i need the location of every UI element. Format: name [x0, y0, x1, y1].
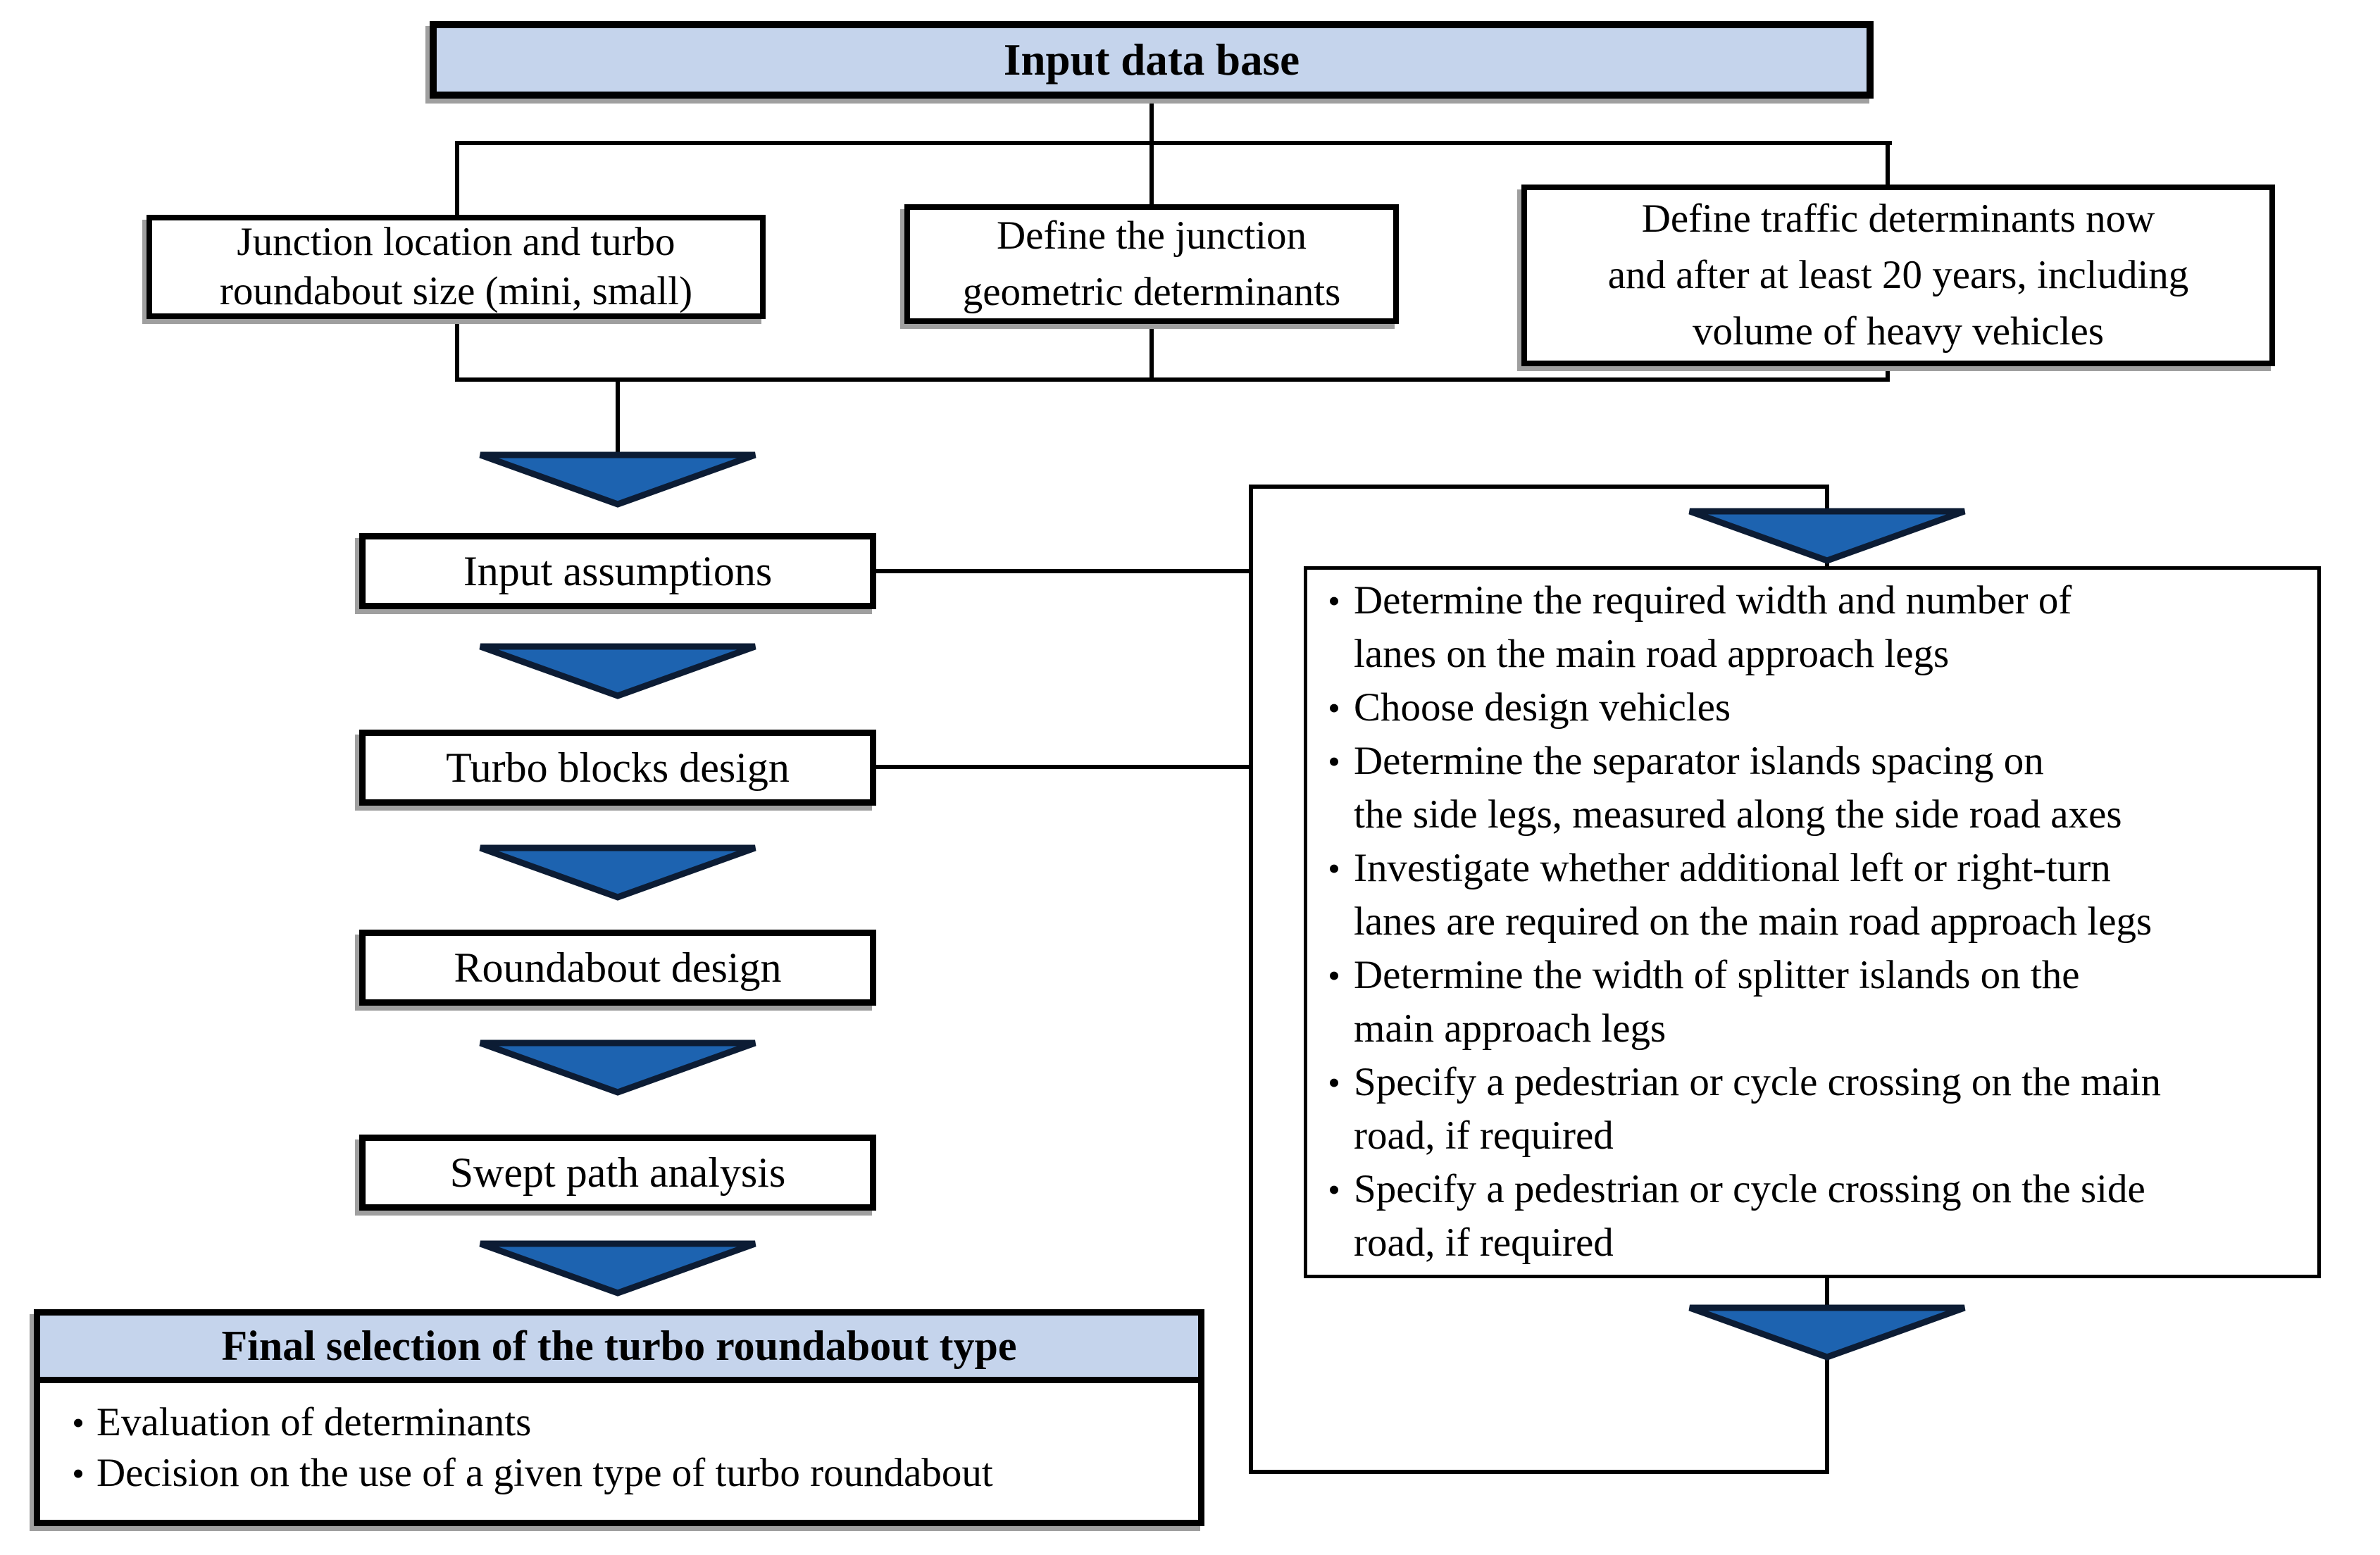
flow-arrow-down-icon — [479, 643, 756, 699]
list-item: • Specify a pedestrian or cycle crossing… — [1314, 1056, 2303, 1163]
list-item-line: Choose design vehicles — [1354, 685, 1731, 730]
list-item: • Determine the width of splitter island… — [1314, 949, 2303, 1056]
box-text-line: Junction location and turbo — [237, 220, 675, 264]
connector-line — [455, 317, 459, 382]
connector-line — [1825, 559, 1829, 569]
connector-line — [1149, 99, 1154, 206]
list-item-line: road, if required — [1354, 1113, 1614, 1158]
box-text-line: Define traffic determinants now — [1641, 196, 2155, 241]
box-text-line: Roundabout design — [454, 944, 782, 991]
final-selection-header: Final selection of the turbo roundabout … — [40, 1316, 1198, 1383]
list-item-line: Determine the separator islands spacing … — [1354, 739, 2044, 783]
list-item: • Determine the separator islands spacin… — [1314, 735, 2303, 842]
bullet-icon: • — [72, 1454, 85, 1493]
connector-line — [1249, 1470, 1829, 1474]
flow-arrow-down-icon — [479, 1039, 756, 1096]
connector-line — [1149, 322, 1154, 382]
bullet-icon: • — [1328, 742, 1340, 781]
box-text-line: Input assumptions — [463, 548, 773, 594]
connector-line — [455, 377, 1890, 382]
list-item-line: Determine the width of splitter islands … — [1354, 953, 2080, 997]
list-item: • Specify a pedestrian or cycle crossing… — [1314, 1163, 2303, 1270]
bullet-icon: • — [1328, 688, 1340, 727]
junction-location-box: Junction location and turbo roundabout s… — [147, 215, 766, 319]
flow-arrow-down-icon — [479, 451, 756, 508]
turbo-blocks-design-box: Turbo blocks design — [359, 730, 876, 806]
list-item: • Choose design vehicles — [1314, 681, 2303, 735]
box-title: Input data base — [1003, 35, 1300, 85]
list-item: • Investigate whether additional left or… — [1314, 842, 2303, 949]
connector-line — [876, 765, 1253, 769]
box-text-line: volume of heavy vehicles — [1692, 309, 2105, 354]
swept-path-analysis-box: Swept path analysis — [359, 1135, 876, 1211]
list-item-line: Determine the required width and number … — [1354, 578, 2072, 623]
connector-line — [455, 141, 459, 218]
input-data-base-box: Input data base — [430, 21, 1874, 99]
junction-geometric-box: Define the junction geometric determinan… — [904, 204, 1399, 324]
bullet-icon: • — [72, 1403, 85, 1442]
box-text-line: geometric determinants — [962, 270, 1341, 314]
list-item: • Determine the required width and numbe… — [1314, 574, 2303, 681]
list-item-line: Evaluation of determinants — [96, 1400, 532, 1444]
input-assumptions-box: Input assumptions — [359, 533, 876, 609]
connector-line — [1249, 485, 1829, 489]
bullet-icon: • — [1328, 581, 1340, 620]
connector-line — [1825, 1358, 1829, 1474]
connector-line — [1886, 141, 1890, 189]
box-text-line: Turbo blocks design — [446, 744, 790, 791]
box-text-line: and after at least 20 years, including — [1607, 253, 2189, 297]
bullet-icon: • — [1328, 956, 1340, 995]
detailed-steps-box: • Determine the required width and numbe… — [1304, 566, 2321, 1278]
connector-line — [616, 377, 620, 452]
list-item-line: main approach legs — [1354, 1006, 1666, 1051]
bullet-icon: • — [1328, 1170, 1340, 1209]
feedback-bus-line — [1249, 485, 1253, 1474]
traffic-determinants-box: Define traffic determinants now and afte… — [1521, 185, 2275, 366]
final-selection-box: Final selection of the turbo roundabout … — [34, 1309, 1204, 1526]
box-text-line: roundabout size (mini, small) — [219, 269, 693, 313]
connector-line — [876, 569, 1253, 573]
list-item-line: Specify a pedestrian or cycle crossing o… — [1354, 1060, 2161, 1104]
box-text-line: Swept path analysis — [449, 1149, 786, 1196]
bullet-icon: • — [1328, 1063, 1340, 1102]
list-item-line: lanes are required on the main road appr… — [1354, 899, 2152, 944]
list-item: • Evaluation of determinants — [60, 1397, 1191, 1448]
list-item-line: Specify a pedestrian or cycle crossing o… — [1354, 1167, 2145, 1211]
bullet-icon: • — [1328, 849, 1340, 888]
list-item-line: the side legs, measured along the side r… — [1354, 792, 2122, 837]
flow-arrow-down-icon — [1688, 508, 1966, 564]
connector-line — [1825, 485, 1829, 510]
list-item-line: road, if required — [1354, 1220, 1614, 1265]
list-item-line: Decision on the use of a given type of t… — [96, 1451, 993, 1495]
list-item-line: Investigate whether additional left or r… — [1354, 846, 2111, 890]
box-text-line: Define the junction — [996, 213, 1307, 258]
list-item: • Decision on the use of a given type of… — [60, 1448, 1191, 1499]
connector-line — [455, 141, 1892, 145]
flow-arrow-down-icon — [479, 1240, 756, 1297]
connector-line — [1825, 1276, 1829, 1308]
list-item-line: lanes on the main road approach legs — [1354, 632, 1950, 676]
flow-arrow-down-icon — [1688, 1304, 1966, 1361]
flow-arrow-down-icon — [479, 844, 756, 901]
roundabout-design-box: Roundabout design — [359, 930, 876, 1006]
